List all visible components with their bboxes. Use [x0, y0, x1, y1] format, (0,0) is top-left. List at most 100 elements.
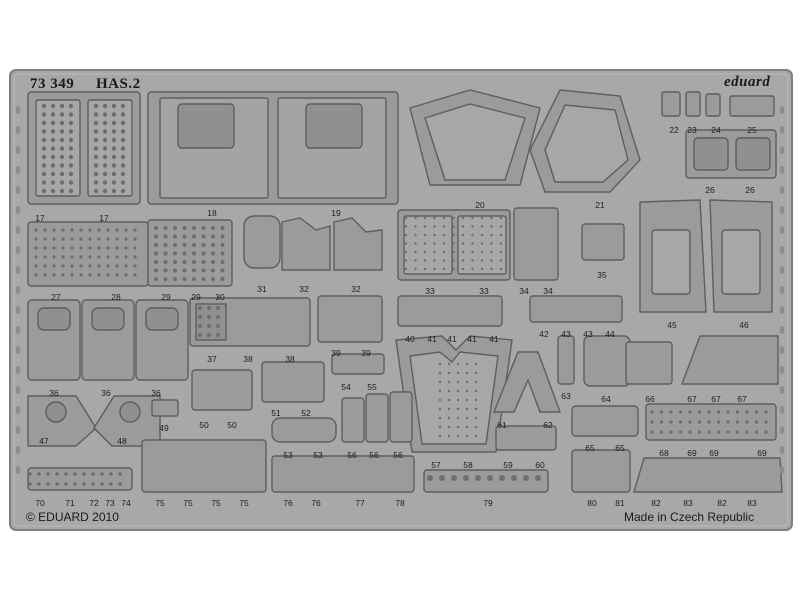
rivet-dot: [70, 237, 74, 241]
part-number-label: 27: [51, 292, 61, 302]
rivet-dot: [461, 267, 465, 271]
part-number-label: 47: [39, 436, 49, 446]
rivet-dot: [745, 420, 749, 424]
rivet-dot: [182, 260, 187, 264]
rivet-dot: [423, 225, 427, 228]
part-number-label: 67: [711, 394, 721, 404]
part-number-label: 83: [747, 498, 757, 508]
rivet-dot: [456, 416, 460, 420]
rivet-dot: [68, 154, 74, 160]
rivet-dot: [414, 242, 417, 245]
part-number-label: 68: [659, 448, 669, 458]
rivet-dot: [192, 277, 196, 281]
rivet-dot: [423, 267, 427, 271]
rivet-dot: [118, 472, 122, 476]
part-number-label: 34: [543, 286, 553, 296]
rivet-dot: [659, 420, 664, 424]
rivet-dot: [678, 410, 683, 414]
rivet-dot: [447, 407, 451, 411]
product-title: HAS.2: [96, 76, 141, 92]
part-64: [583, 335, 631, 387]
part-number-label: 21: [595, 200, 605, 210]
rivet-dot: [41, 120, 47, 126]
fret-attachment-tab: [15, 306, 21, 314]
part-number-label: 22: [669, 125, 679, 135]
rivet-dot: [41, 154, 47, 160]
rivet-dot: [102, 103, 108, 109]
rivet-dot: [192, 226, 196, 230]
rivet-dot: [659, 410, 664, 414]
rivet-dot: [120, 120, 126, 126]
rivet-dot: [88, 246, 92, 250]
rivet-dot: [461, 225, 465, 228]
part-22-25: [661, 91, 775, 117]
fret-attachment-tab: [15, 426, 21, 434]
rivet-dot: [456, 425, 460, 429]
rivet-dot: [43, 246, 47, 250]
rivet-dot: [201, 234, 206, 239]
part-36: [27, 299, 189, 381]
rivet-dot: [102, 129, 108, 134]
rivet-dot: [423, 259, 427, 262]
rivet-dot: [447, 416, 451, 420]
fret-attachment-tab: [15, 246, 21, 254]
part-number-label: 66: [645, 394, 655, 404]
rivet-dot: [163, 226, 168, 230]
rivet-dot: [471, 225, 474, 228]
rivet-dot: [433, 233, 436, 237]
part-number-label: 69: [757, 448, 767, 458]
rivet-dot: [452, 216, 455, 220]
rivet-dot: [442, 225, 446, 228]
rivet-dot: [735, 410, 740, 414]
rivet-dot: [474, 416, 478, 420]
rivet-dot: [726, 420, 730, 424]
rivet-dot: [688, 430, 692, 434]
rivet-dot: [456, 407, 460, 411]
rivet-dot: [28, 482, 32, 486]
rivet-dot: [465, 416, 469, 420]
rivet-dot: [34, 237, 38, 241]
rivet-dot: [111, 171, 117, 177]
part-31-32: [243, 215, 383, 271]
part-40-41: [397, 295, 503, 327]
rivet-dot: [120, 188, 126, 194]
rivet-dot: [198, 333, 202, 337]
fret-attachment-tab: [15, 126, 21, 134]
part-number-label: 17: [99, 213, 109, 223]
rivet-dot: [471, 233, 474, 237]
part-number-label: 41: [467, 334, 477, 344]
part-number-label: 41: [427, 334, 437, 344]
rivet-dot: [433, 259, 436, 262]
rivet-dot: [726, 410, 730, 414]
part-number-label: 36: [151, 388, 161, 398]
rivet-dot: [97, 255, 101, 259]
rivet-dot: [474, 407, 478, 411]
rivet-dot: [474, 434, 478, 438]
rivet-dot: [120, 163, 126, 168]
part-17-panels: [27, 91, 141, 205]
part-number-label: 77: [355, 498, 365, 508]
part-66: [625, 341, 673, 385]
part-70-74: [27, 467, 133, 491]
rivet-dot: [50, 137, 56, 143]
rivet-dot: [79, 264, 83, 268]
rivet-dot: [697, 410, 702, 414]
fret-attachment-tab: [779, 306, 785, 314]
rivet-dot: [447, 398, 451, 402]
rivet-dot: [133, 264, 137, 268]
rivet-dot: [447, 425, 451, 429]
rivet-dot: [414, 225, 417, 228]
rivet-dot: [442, 250, 446, 254]
rivet-dot: [754, 410, 759, 414]
part-number-label: 52: [301, 408, 311, 418]
rivet-dot: [461, 233, 465, 237]
rivet-dot: [68, 171, 74, 177]
part-number-label: 82: [717, 498, 727, 508]
rivet-dot: [59, 103, 65, 109]
rivet-dot: [43, 228, 47, 232]
rivet-dot: [59, 180, 65, 185]
rivet-dot: [438, 398, 442, 402]
rivet-dot: [220, 243, 225, 247]
rivet-dot: [106, 228, 110, 232]
rivet-dot: [480, 259, 484, 262]
